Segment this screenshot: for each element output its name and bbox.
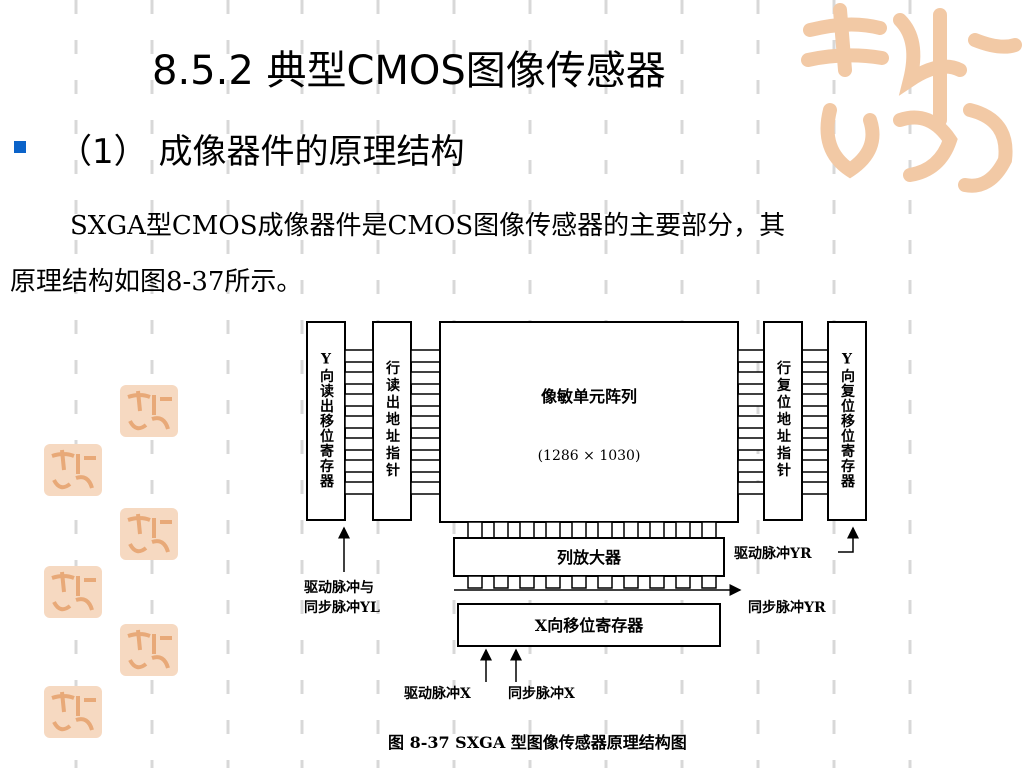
calligraphy-watermark: [801, 3, 1022, 193]
y-reset-shift-label: Y向复位移位寄存器: [839, 352, 856, 489]
drive-x-label: 驱动脉冲X: [404, 685, 471, 702]
seal-logo: [120, 624, 178, 676]
seal-logo: [44, 444, 102, 496]
x-shift-register: X向移位寄存器: [457, 603, 721, 647]
column-amplifier: 列放大器: [453, 537, 725, 577]
sxga-structure-diagram: Y向读出移位寄存器 行读出地址指针 像敏单元阵列 (1286 × 1030): [304, 321, 867, 752]
slide-title: 8.5.2 典型CMOS图像传感器: [152, 48, 666, 94]
row-readout-pointer: 行读出地址指针: [372, 321, 412, 521]
sync-yr-label: 同步脉冲YR: [748, 599, 826, 616]
y-reset-shift-register: Y向复位移位寄存器: [827, 321, 867, 521]
paragraph-line-2: 原理结构如图8-37所示。: [10, 267, 303, 297]
x-shift-register-label: X向移位寄存器: [535, 616, 644, 635]
row-reset-pointer-label: 行复位地址指针: [775, 360, 792, 480]
drive-yr-label: 驱动脉冲YR: [734, 545, 812, 562]
bullet-square-icon: [14, 141, 26, 153]
arrow-yr: [838, 526, 859, 553]
section-subtitle: （1） 成像器件的原理结构: [58, 132, 465, 172]
body-paragraph: SXGA型CMOS成像器件是CMOS图像传感器的主要部分，其 原理结构如图8-3…: [10, 198, 1000, 310]
pixel-array: 像敏单元阵列 (1286 × 1030): [439, 321, 739, 523]
seal-logo: [44, 566, 102, 618]
drive-sync-yl-label-2: 同步脉冲YL: [304, 599, 380, 616]
y-readout-shift-register: Y向读出移位寄存器: [306, 321, 346, 521]
drive-sync-yl-label-1: 驱动脉冲与: [304, 579, 374, 596]
row-readout-pointer-label: 行读出地址指针: [384, 360, 401, 480]
column-connectors-top: [467, 521, 717, 539]
seal-logo: [44, 686, 102, 738]
figure-caption: 图 8-37 SXGA 型图像传感器原理结构图: [388, 733, 687, 752]
seal-logo: [120, 385, 178, 437]
row-reset-pointer: 行复位地址指针: [763, 321, 803, 521]
y-readout-shift-label: Y向读出移位寄存器: [318, 352, 335, 489]
seal-logo: [120, 508, 178, 560]
column-amplifier-label: 列放大器: [557, 548, 622, 567]
paragraph-line-1: SXGA型CMOS成像器件是CMOS图像传感器的主要部分，其: [70, 211, 786, 241]
pixel-array-size: (1286 × 1030): [538, 448, 641, 464]
right-connectors: [737, 349, 829, 495]
column-connectors-bottom: [467, 575, 717, 589]
sync-x-label: 同步脉冲X: [508, 685, 575, 702]
left-connectors: [344, 349, 441, 495]
pixel-array-title: 像敏单元阵列: [541, 387, 637, 406]
